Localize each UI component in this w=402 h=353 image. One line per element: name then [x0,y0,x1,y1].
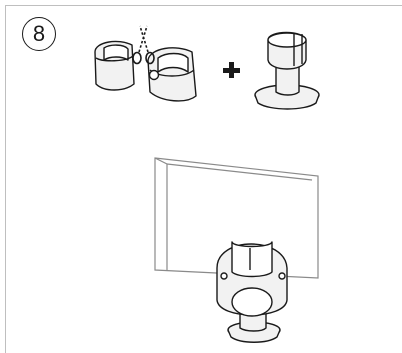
clip-pieces-icon [95,41,196,100]
plus-icon [223,62,240,78]
mounted-suction-holder-icon [217,242,287,342]
suction-mount-icon [255,33,319,110]
